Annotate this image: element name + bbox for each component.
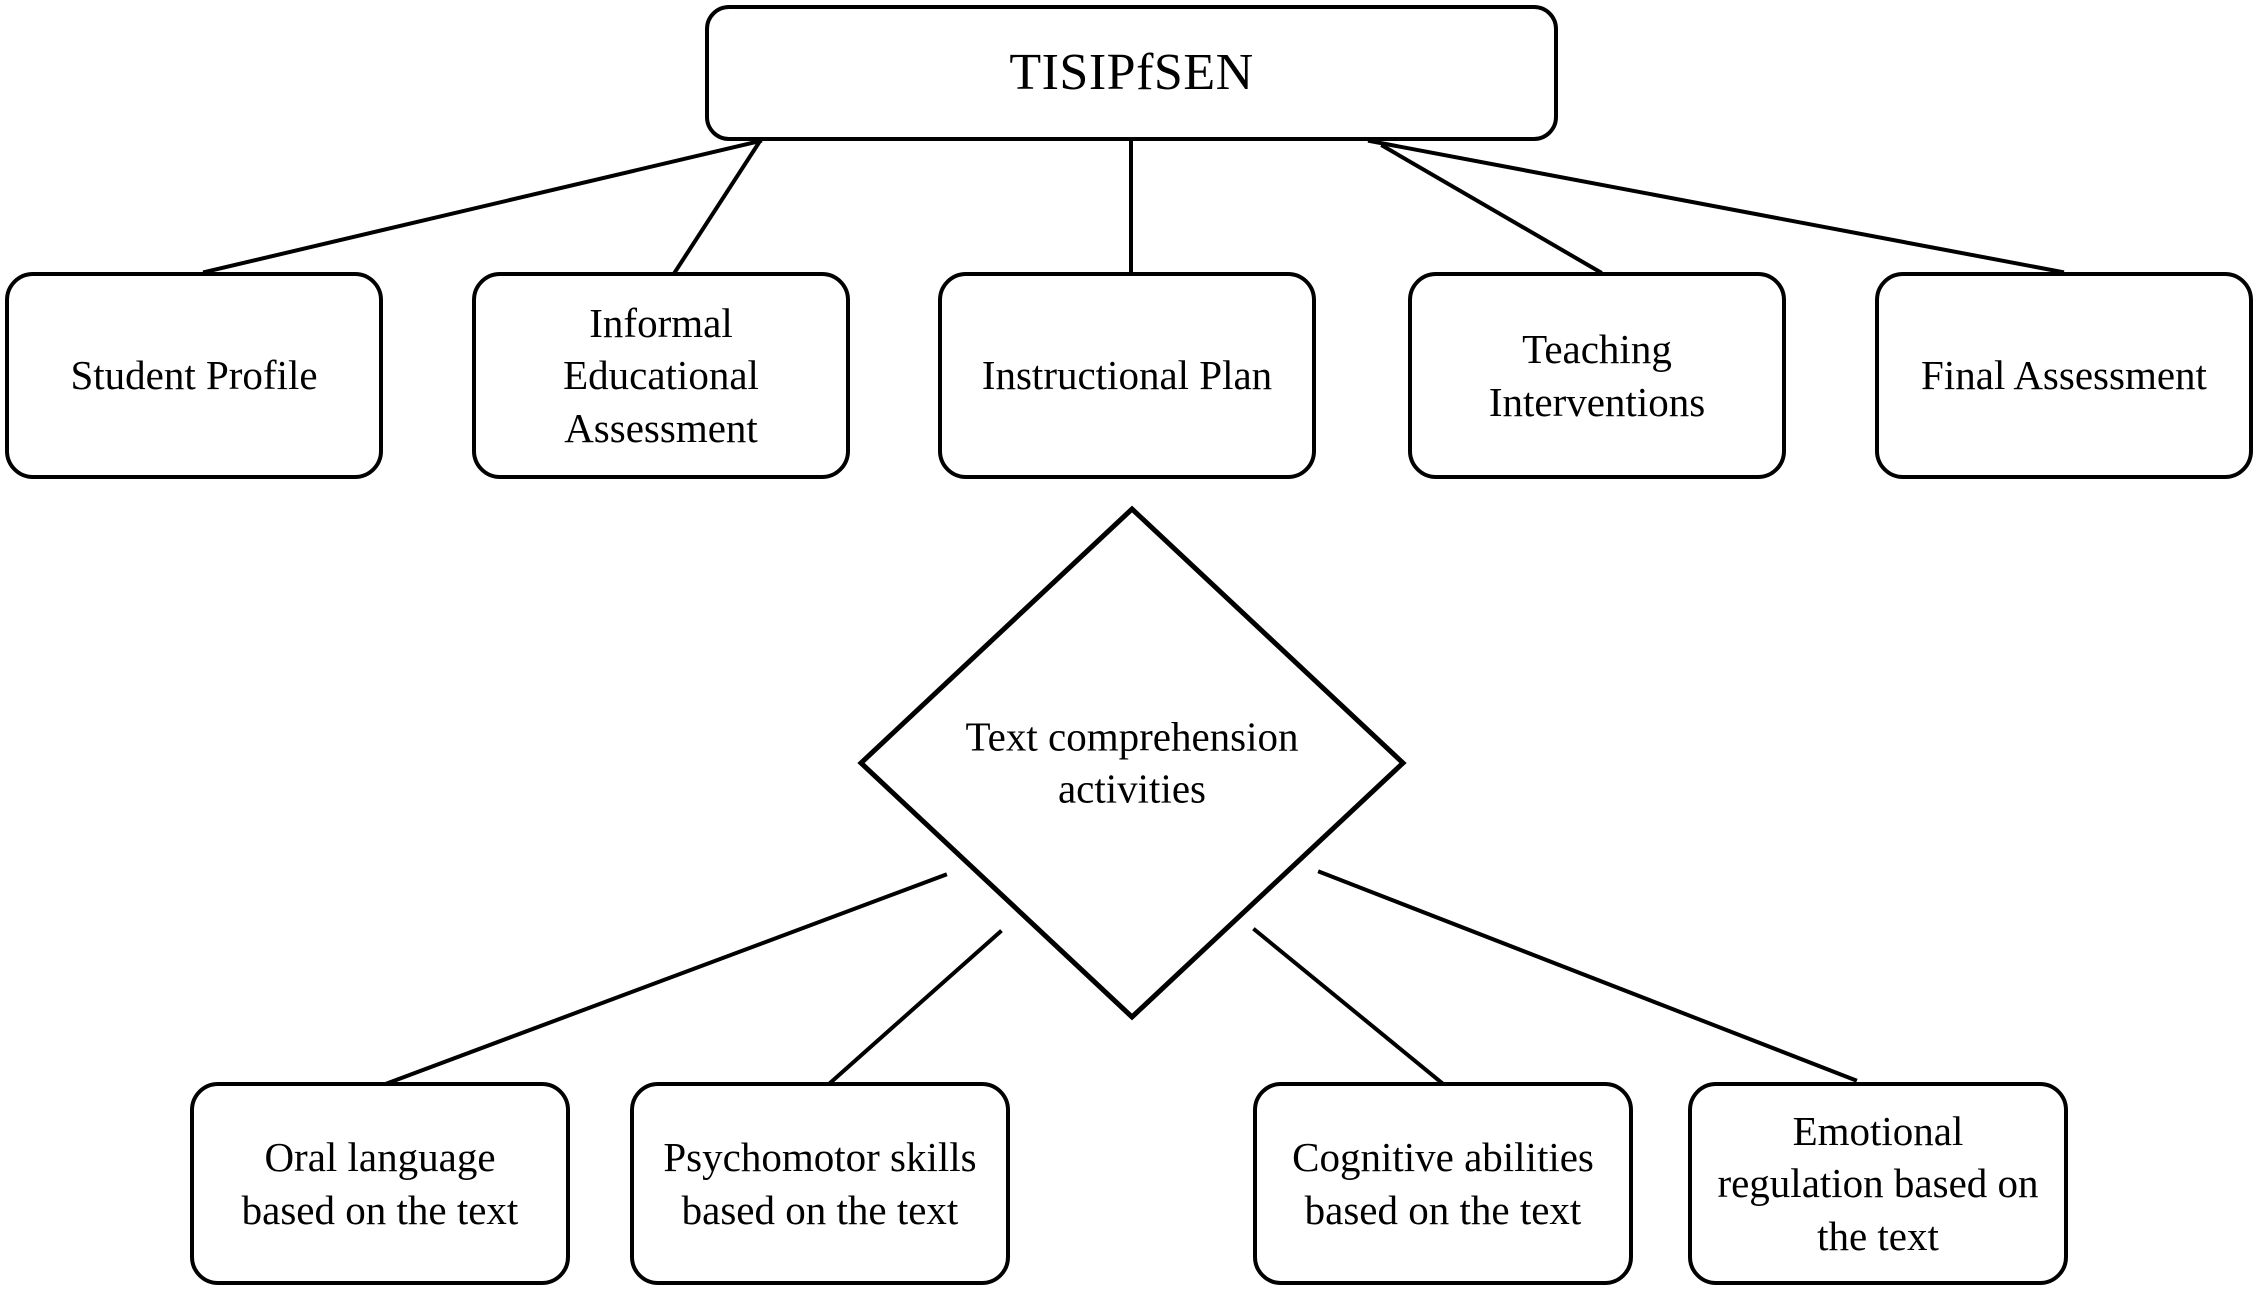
node-emotional-regulation[interactable]: Emotional regulation based on the text bbox=[1688, 1082, 2068, 1285]
node-teaching-interventions-label: Teaching Interventions bbox=[1488, 326, 1706, 425]
edge-activities-to-psychomotor-skills bbox=[827, 929, 1003, 1086]
node-informal-educational-assessment-label: Informal Educational Assessment bbox=[563, 299, 759, 451]
node-psychomotor-skills-label: Psychomotor skills based on the text bbox=[663, 1134, 977, 1233]
node-instructional-plan[interactable]: Instructional Plan bbox=[938, 272, 1316, 479]
node-text-comprehension-activities-label: Text comprehension activities bbox=[965, 713, 1299, 812]
node-teaching-interventions[interactable]: Teaching Interventions bbox=[1408, 272, 1786, 479]
edge-activities-to-emotional-regulation bbox=[1317, 869, 1858, 1083]
node-cognitive-abilities[interactable]: Cognitive abilities based on the text bbox=[1253, 1082, 1633, 1285]
edge-root-to-final-assessment bbox=[1367, 138, 2065, 275]
node-student-profile[interactable]: Student Profile bbox=[5, 272, 383, 479]
edge-root-to-student-profile bbox=[202, 138, 763, 275]
node-final-assessment[interactable]: Final Assessment bbox=[1875, 272, 2253, 479]
edge-activities-to-cognitive-abilities bbox=[1252, 927, 1445, 1086]
node-oral-language-label: Oral language based on the text bbox=[241, 1134, 519, 1233]
node-emotional-regulation-label: Emotional regulation based on the text bbox=[1717, 1107, 2039, 1259]
node-text-comprehension-activities[interactable]: Text comprehension activities bbox=[857, 505, 1407, 1021]
node-psychomotor-skills[interactable]: Psychomotor skills based on the text bbox=[630, 1082, 1010, 1285]
node-root-label: TISIPfSEN bbox=[1009, 43, 1254, 101]
edge-activities-to-oral-language bbox=[385, 872, 948, 1086]
edge-root-to-informal-assessment bbox=[672, 138, 763, 275]
diamond-shape bbox=[857, 505, 1407, 1021]
node-root-tisipfsen[interactable]: TISIPfSEN bbox=[705, 5, 1558, 141]
node-cognitive-abilities-label: Cognitive abilities based on the text bbox=[1292, 1134, 1594, 1233]
node-oral-language[interactable]: Oral language based on the text bbox=[190, 1082, 570, 1285]
edge-root-to-teaching-interventions bbox=[1380, 143, 1603, 275]
node-informal-educational-assessment[interactable]: Informal Educational Assessment bbox=[472, 272, 850, 479]
node-final-assessment-label: Final Assessment bbox=[1921, 352, 2207, 399]
node-instructional-plan-label: Instructional Plan bbox=[981, 352, 1273, 399]
node-student-profile-label: Student Profile bbox=[70, 352, 318, 399]
